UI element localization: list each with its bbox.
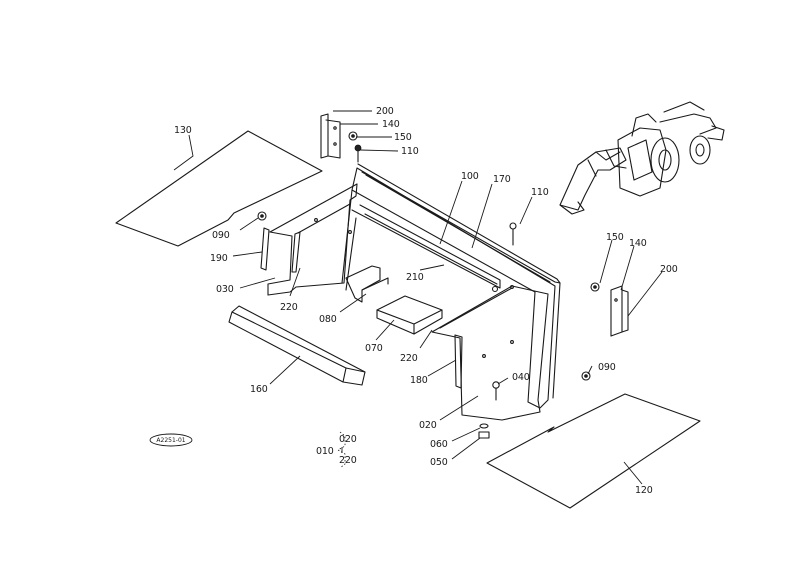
callout-020-group: 020 <box>339 434 357 445</box>
part-120-floor-mat[interactable] <box>486 393 701 509</box>
callout-180: 180 <box>410 375 428 386</box>
callout-150-right: 150 <box>606 232 624 243</box>
part-090-bolt-right[interactable] <box>581 371 591 381</box>
callout-190: 190 <box>210 253 228 264</box>
callout-220-left: 220 <box>280 302 298 313</box>
callout-050: 050 <box>430 457 448 468</box>
diagram-id-badge: A2251-01 <box>149 433 193 447</box>
callout-100: 100 <box>461 171 479 182</box>
part-020-right-side-panel[interactable] <box>431 285 549 421</box>
part-150-bolt-upper[interactable] <box>348 131 358 141</box>
callout-220-right: 220 <box>400 353 418 364</box>
part-190-rubber-strip[interactable] <box>260 227 270 271</box>
part-160-foam-block[interactable] <box>228 305 366 386</box>
callout-090-right: 090 <box>598 362 616 373</box>
part-200-bracket-right[interactable] <box>621 289 629 333</box>
callout-090-left: 090 <box>212 230 230 241</box>
callout-110-upper: 110 <box>401 146 419 157</box>
part-080-bracket[interactable] <box>345 265 389 303</box>
callout-220-group: 220 <box>339 455 357 466</box>
part-090-bolt-left[interactable] <box>257 211 267 221</box>
part-110-bolt-right[interactable] <box>509 222 517 246</box>
callout-070: 070 <box>365 343 383 354</box>
part-150-bolt-right[interactable] <box>590 282 600 292</box>
callout-060: 060 <box>430 439 448 450</box>
callout-160: 160 <box>250 384 268 395</box>
callout-labels: 130 200 140 150 110 100 170 110 090 190 … <box>174 106 678 496</box>
callout-170: 170 <box>493 174 511 185</box>
callout-040: 040 <box>512 372 530 383</box>
callout-140-upper: 140 <box>382 119 400 130</box>
part-180-rubber-strip[interactable] <box>454 334 463 389</box>
callout-080: 080 <box>319 314 337 325</box>
part-170-gasket[interactable] <box>357 163 561 284</box>
part-110-bolt-upper[interactable] <box>354 144 362 163</box>
part-220-strip-left[interactable] <box>291 231 301 273</box>
part-040-bolt[interactable] <box>492 381 500 401</box>
callout-200-upper: 200 <box>376 106 394 117</box>
diagram-id-label: A2251-01 <box>156 437 185 444</box>
part-050-nut[interactable] <box>478 431 490 439</box>
leader-lines <box>173 110 663 485</box>
part-130-floor-mat[interactable] <box>115 130 323 247</box>
part-030-left-side-panel[interactable] <box>267 183 358 296</box>
part-060-washer[interactable] <box>479 423 489 429</box>
tractor-backhoe-thumbnail <box>559 101 725 215</box>
callout-110-right: 110 <box>531 187 549 198</box>
callout-020: 020 <box>419 420 437 431</box>
callout-150-upper: 150 <box>394 132 412 143</box>
callout-030: 030 <box>216 284 234 295</box>
part-140-angle-right[interactable] <box>610 285 623 337</box>
callout-200-right: 200 <box>660 264 678 275</box>
callout-210: 210 <box>406 272 424 283</box>
group-010-bracket <box>337 431 346 469</box>
callout-140-right: 140 <box>629 238 647 249</box>
part-140-angle-upper[interactable] <box>325 119 341 159</box>
callout-120: 120 <box>635 485 653 496</box>
part-070-bracket[interactable] <box>376 295 443 335</box>
callout-010: 010 <box>316 446 334 457</box>
callout-130: 130 <box>174 125 192 136</box>
part-100-main-panel[interactable] <box>341 167 561 409</box>
